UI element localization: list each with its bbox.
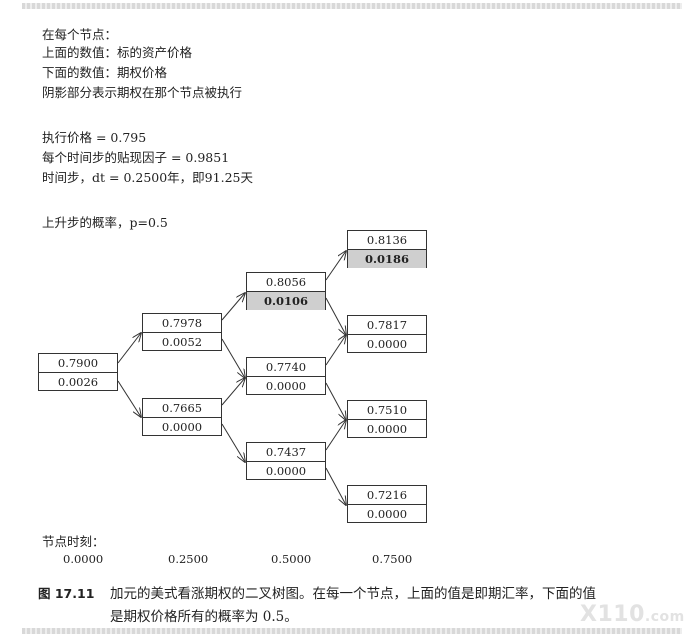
node-option-value: 0.0026 (57, 375, 99, 389)
note-line-2: 上面的数值：标的资产价格 (42, 45, 193, 60)
arrow-n20-n30 (325, 251, 346, 281)
node-spot-value: 0.7817 (348, 316, 426, 335)
arrow-n22-n32 (325, 420, 346, 451)
node-spot-value: 0.7216 (348, 486, 426, 505)
bottom-rule (22, 628, 682, 634)
node-spot-value: 0.7900 (39, 354, 117, 373)
arrow-n20-n31 (325, 297, 346, 335)
note-line-3: 下面的数值：期权价格 (42, 65, 168, 80)
node-option-value-exercised: 0.0106 (247, 292, 325, 310)
arrow-n00-n10 (117, 333, 141, 364)
top-rule (22, 3, 682, 9)
arrow-n11-n22 (221, 423, 245, 462)
node-spot-value: 0.7740 (247, 358, 325, 377)
tree-node-t0: 0.7900 0.0026 (38, 353, 118, 391)
arrow-n10-n20 (221, 293, 245, 321)
tree-node-t3-uud: 0.7817 0.0000 (347, 315, 427, 353)
arrow-n21-n31 (325, 335, 346, 366)
node-spot-value: 0.8136 (348, 231, 426, 250)
node-option-value: 0.0000 (161, 420, 203, 434)
tree-node-t3-udd: 0.7510 0.0000 (347, 400, 427, 438)
tree-node-t1-up: 0.7978 0.0052 (142, 313, 222, 351)
arrow-n22-n33 (325, 467, 346, 505)
node-spot-value: 0.7510 (348, 401, 426, 420)
strike-price: 执行价格 = 0.795 (42, 130, 147, 145)
note-line-4: 阴影部分表示期权在那个节点被执行 (42, 85, 243, 100)
watermark-logo: X110.com (580, 602, 685, 627)
node-spot-value: 0.7665 (143, 399, 221, 418)
node-option-value: 0.0052 (161, 335, 203, 349)
caption-line-2: 是期权价格所有的概率为 0.5。 (110, 609, 298, 625)
tree-node-t3-ddd: 0.7216 0.0000 (347, 485, 427, 523)
arrow-n00-n11 (117, 380, 141, 417)
tree-node-t2-ud: 0.7740 0.0000 (246, 357, 326, 395)
tree-node-t1-down: 0.7665 0.0000 (142, 398, 222, 436)
node-option-value-exercised: 0.0186 (348, 250, 426, 268)
time-value-3: 0.7500 (372, 552, 413, 566)
figure-number: 图 17.11 (38, 586, 95, 601)
watermark-text: X110 (580, 602, 645, 627)
arrow-n21-n32 (325, 382, 346, 420)
time-value-1: 0.2500 (168, 552, 209, 566)
tree-node-t2-dd: 0.7437 0.0000 (246, 442, 326, 480)
node-spot-value: 0.8056 (247, 273, 325, 292)
arrow-n11-n21 (221, 378, 245, 406)
time-value-0: 0.0000 (63, 552, 104, 566)
caption-line-1: 加元的美式看涨期权的二叉树图。在每一个节点，上面的值是即期汇率，下面的值 (110, 586, 596, 602)
tree-node-t2-uu: 0.8056 0.0106 (246, 272, 326, 310)
node-option-value: 0.0000 (265, 464, 307, 478)
node-spot-value: 0.7437 (247, 443, 325, 462)
time-step: 时间步，dt = 0.2500年，即91.25天 (42, 170, 253, 185)
tree-node-t3-uuu: 0.8136 0.0186 (347, 230, 427, 268)
arrow-n10-n21 (221, 338, 245, 378)
time-axis-label: 节点时刻： (42, 534, 105, 549)
node-option-value: 0.0000 (265, 379, 307, 393)
discount-factor: 每个时间步的贴现因子 = 0.9851 (42, 150, 230, 165)
node-option-value: 0.0000 (366, 337, 408, 351)
node-option-value: 0.0000 (366, 422, 408, 436)
node-option-value: 0.0000 (366, 507, 408, 521)
note-line-1: 在每个节点： (42, 27, 118, 42)
watermark-suffix: .com (644, 609, 685, 625)
time-value-2: 0.5000 (271, 552, 312, 566)
node-spot-value: 0.7978 (143, 314, 221, 333)
up-probability: 上升步的概率，p=0.5 (42, 215, 168, 230)
